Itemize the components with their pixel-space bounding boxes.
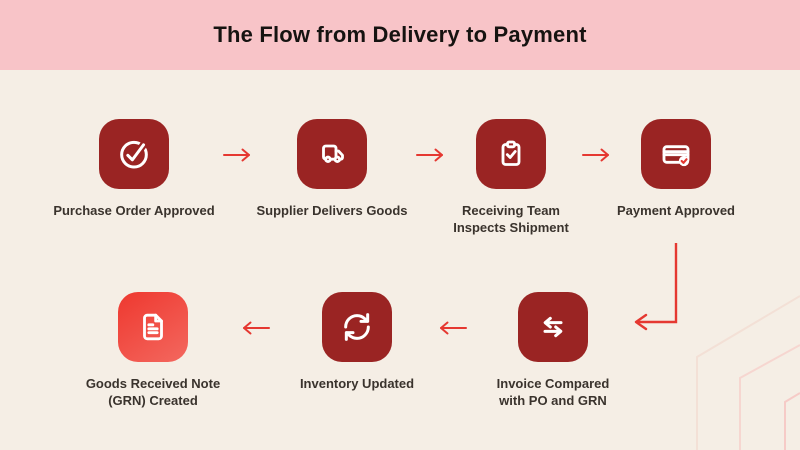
flow-step-supplier-delivers-goods: Supplier Delivers Goods [222, 119, 442, 220]
flow-canvas: Purchase Order Approved Supplier Deliver… [0, 70, 800, 450]
flow-step-invoice-compared: Invoice Compared with PO and GRN [443, 292, 663, 410]
step-label: Invoice Compared with PO and GRN [496, 376, 610, 408]
icon-tile [322, 292, 392, 362]
arrow-left-icon [243, 321, 270, 335]
step-label: Purchase Order Approved [53, 203, 215, 218]
flow-step-inventory-updated: Inventory Updated [247, 292, 467, 393]
sync-icon [344, 313, 370, 341]
document-icon [143, 313, 163, 341]
page-title: The Flow from Delivery to Payment [213, 22, 587, 47]
icon-tile [641, 119, 711, 189]
clipboard-check-icon [501, 140, 521, 166]
step-label: Payment Approved [617, 203, 735, 218]
icon-tile [99, 119, 169, 189]
swap-arrows-icon [543, 316, 563, 338]
flow-step-payment-approved: Payment Approved [566, 119, 786, 220]
arrow-right-icon [582, 148, 609, 162]
check-circle-icon [120, 140, 148, 169]
delivery-truck-icon [322, 144, 344, 163]
arrow-right-icon [223, 148, 250, 162]
credit-card-check-icon [662, 145, 690, 167]
step-label: Inventory Updated [299, 376, 415, 391]
step-label: Goods Received Note (GRN) Created [85, 376, 221, 408]
flow-step-grn-created: Goods Received Note (GRN) Created [43, 292, 263, 410]
arrow-right-icon [416, 148, 443, 162]
icon-tile [476, 119, 546, 189]
icon-tile [118, 292, 188, 362]
flow-step-purchase-order-approved: Purchase Order Approved [24, 119, 244, 220]
icon-tile [297, 119, 367, 189]
header-banner: The Flow from Delivery to Payment [0, 0, 800, 70]
icon-tile [518, 292, 588, 362]
arrow-left-icon [440, 321, 467, 335]
flow-step-receiving-team-inspects: Receiving Team Inspects Shipment [401, 119, 621, 237]
step-label: Supplier Delivers Goods [256, 203, 408, 218]
step-label: Receiving Team Inspects Shipment [453, 203, 569, 235]
